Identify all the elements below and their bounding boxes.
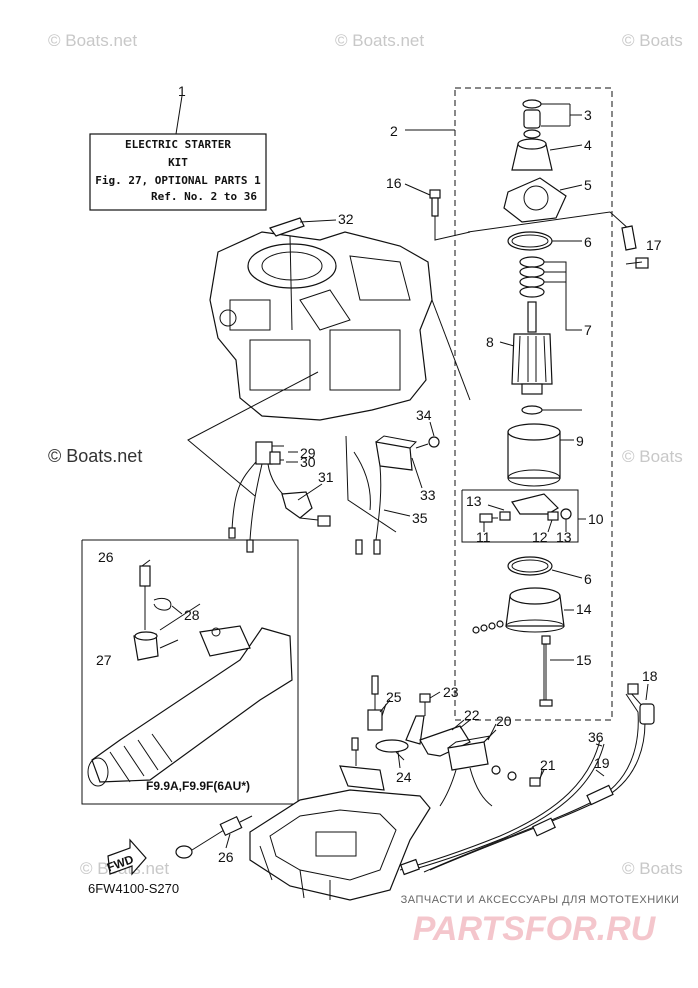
- diagram-code: 6FW4100-S270: [88, 881, 179, 896]
- part-7-washers: [519, 256, 582, 331]
- callout-7: 7: [584, 322, 592, 338]
- starter-top-parts: [503, 99, 583, 223]
- model-note: F9.9A,F9.9F(6AU*): [146, 779, 250, 793]
- callout-31: 31: [318, 469, 334, 485]
- watermark: © Boats: [622, 31, 683, 50]
- callout-33: 33: [420, 487, 436, 503]
- callout-5: 5: [584, 177, 592, 193]
- callout-24: 24: [396, 769, 412, 785]
- callout-21: 21: [540, 757, 556, 773]
- callout-30: 30: [300, 454, 316, 470]
- callout-9: 9: [576, 433, 584, 449]
- callout-6-upper: 6: [584, 234, 592, 250]
- part-29-30-connectors: [228, 441, 291, 553]
- callout-3: 3: [584, 107, 592, 123]
- callout-8: 8: [486, 334, 494, 350]
- callout-10: 10: [588, 511, 604, 527]
- callout-23: 23: [443, 684, 459, 700]
- watermark: © Boats.net: [48, 31, 137, 50]
- callout-2: 2: [390, 123, 398, 139]
- callout-29: 29: [300, 445, 316, 461]
- part-bracket-small: [339, 737, 385, 791]
- callout-22: 22: [464, 707, 480, 723]
- callout-11: 11: [476, 529, 491, 545]
- brand-logo: PARTSFOR.RU: [413, 910, 657, 948]
- part-9-yoke: [507, 423, 574, 487]
- callout-17: 17: [646, 237, 662, 253]
- watermark: © Boats.net: [48, 446, 142, 466]
- callout-25: 25: [386, 689, 402, 705]
- callout-20: 20: [496, 713, 512, 729]
- callout-1: 1: [178, 83, 186, 99]
- part-31-bracket: [281, 483, 331, 527]
- callout-18: 18: [642, 668, 658, 684]
- callout-27: 27: [96, 652, 112, 668]
- engine-block: [209, 231, 433, 421]
- callout-numbers: 1 2 3 4 5 16 6 17 32 7 8 9 34 29 30 31 3…: [96, 83, 662, 865]
- callout-34: 34: [416, 407, 432, 423]
- callout-32: 32: [338, 211, 354, 227]
- watermark: © Boats.net: [335, 31, 424, 50]
- callout-26-inset: 26: [98, 549, 114, 565]
- part-8-armature: [499, 301, 582, 415]
- callout-12: 12: [532, 529, 548, 545]
- part-14-end-cover: [472, 587, 574, 634]
- kit-label-box: ELECTRIC STARTER KIT Fig. 27, OPTIONAL P…: [89, 95, 267, 211]
- watermark: © Boats: [622, 447, 683, 466]
- callout-14: 14: [576, 601, 592, 617]
- kit-line-3: Fig. 27, OPTIONAL PARTS 1: [95, 174, 261, 187]
- callout-6-lower: 6: [584, 571, 592, 587]
- callout-36: 36: [588, 729, 604, 745]
- brand-tagline: ЗАПЧАСТИ И АКСЕССУАРЫ ДЛЯ МОТОТЕХНИКИ: [401, 894, 680, 906]
- part-26-lower-switch: [175, 815, 253, 859]
- part-23-bolt: [419, 691, 441, 716]
- battery-cables: [399, 683, 655, 876]
- part-16-bolt: [404, 183, 471, 241]
- callout-15: 15: [576, 652, 592, 668]
- callout-13-left: 13: [466, 493, 482, 509]
- callout-26-lower: 26: [218, 849, 234, 865]
- kit-line-2: KIT: [168, 156, 188, 169]
- callout-28: 28: [184, 607, 200, 623]
- tiller-handle-inset: [81, 539, 299, 805]
- callout-16: 16: [386, 175, 402, 191]
- callout-leaders: [141, 451, 649, 849]
- starter-assembly-boundary: [454, 87, 613, 721]
- part-10-brush-set: [461, 489, 586, 543]
- watermark: © Boats: [622, 859, 683, 878]
- callout-19: 19: [594, 755, 610, 771]
- part-32: [269, 217, 337, 331]
- kit-line-1: ELECTRIC STARTER: [125, 138, 231, 151]
- part-24-clamp: [375, 715, 425, 769]
- callout-4: 4: [584, 137, 592, 153]
- part-17: [467, 211, 649, 269]
- lower-cowling: [249, 789, 431, 901]
- kit-line-4: Ref. No. 2 to 36: [151, 190, 257, 203]
- part-15-through-bolt: [539, 635, 574, 707]
- part-33-relay: [345, 421, 440, 555]
- callout-35: 35: [412, 510, 428, 526]
- part-25-switch: [367, 675, 387, 731]
- callout-13-right: 13: [556, 529, 572, 545]
